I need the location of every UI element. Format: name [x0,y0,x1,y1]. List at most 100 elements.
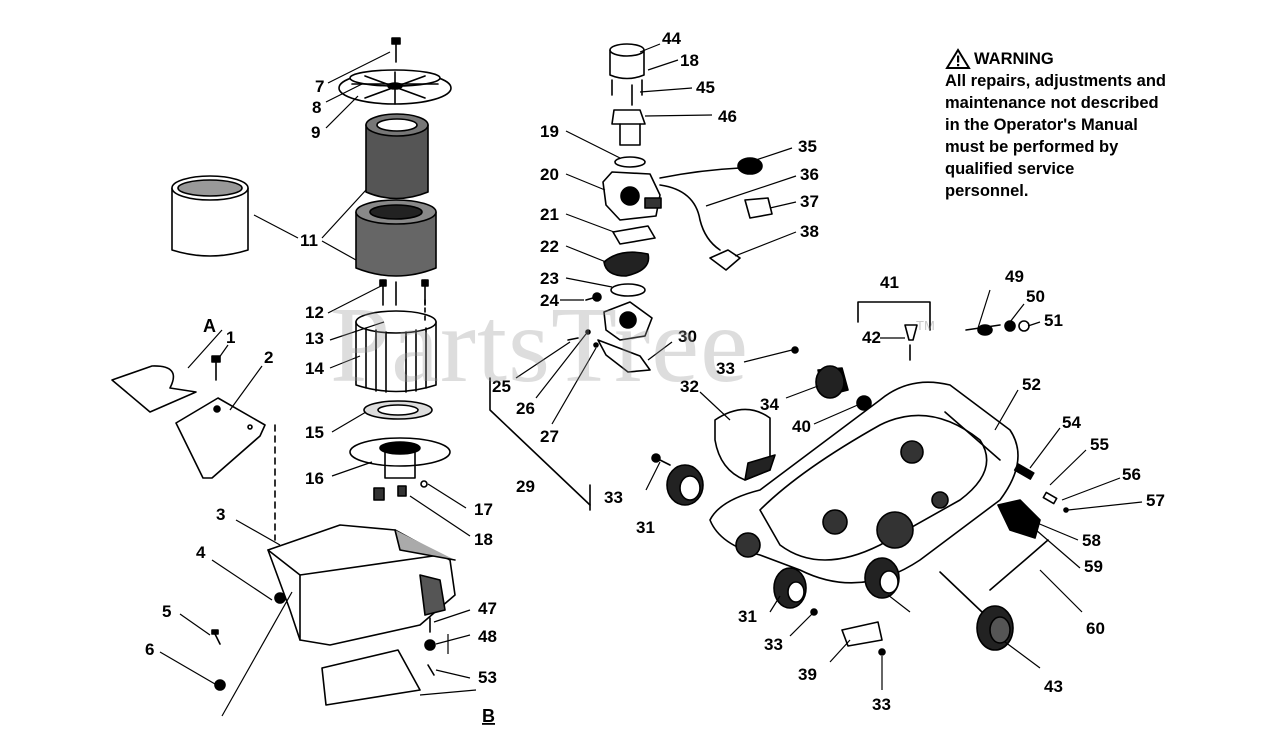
callout-9: 9 [311,123,320,142]
callout-37: 37 [800,192,819,211]
callout-52: 52 [1022,375,1041,394]
callout-26: 26 [516,399,535,418]
callout-38: 38 [800,222,819,241]
callout-40: 40 [792,417,811,436]
frame-52-part [709,381,1019,584]
mount-lower-part [864,557,900,599]
callout-33: 33 [604,488,623,507]
warning-header: WARNING [945,48,1245,70]
callout-16: 16 [305,469,324,488]
sheet-a-part [111,365,197,413]
callout-34: 34 [760,395,779,414]
callout-22: 22 [540,237,559,256]
callout-57: 57 [1146,491,1165,510]
callout-53: 53 [478,668,497,687]
callout-45: 45 [696,78,715,97]
callout-1: 1 [226,328,235,347]
callout-44: 44 [662,29,681,48]
callout-17: 17 [474,500,493,519]
upper-foam-filter-part [365,113,429,200]
callout-12: 12 [305,303,324,322]
pump-body-part [597,301,653,373]
callout-31: 31 [636,518,655,537]
callout-8: 8 [312,98,321,117]
screw-1-part [211,355,221,381]
hardware-47-48-53-part [424,617,436,676]
callout-25: 25 [492,377,511,396]
bolt-42-part [904,324,918,361]
label-b: B [482,706,495,726]
callout-42: 42 [862,328,881,347]
label-a: A [203,316,216,336]
callout-15: 15 [305,423,324,442]
callout-31b: 31 [738,607,757,626]
callout-58: 58 [1082,531,1101,550]
callout-55: 55 [1090,435,1109,454]
choke-wire-35-part [659,157,763,179]
callout-7: 7 [315,77,324,96]
callout-27: 27 [540,427,559,446]
callout-39: 39 [798,665,817,684]
callout-2: 2 [264,348,273,367]
callout-6: 6 [145,640,154,659]
callout-labels: 7 8 9 11 11 12 13 14 15 16 17 18 A 1 2 3… [145,29,1165,726]
callout-24: 24 [540,291,559,310]
housing-3-part [267,524,456,646]
callout-36: 36 [800,165,819,184]
callout-23: 23 [540,269,559,288]
callout-4: 4 [196,543,206,562]
plate-b-part [321,649,421,706]
partstree-watermark: PartsTree [330,286,750,405]
callout-35: 35 [798,137,817,156]
gasket-23-part [610,283,646,297]
callout-14: 14 [305,359,324,378]
carburetor-20-part [602,171,662,221]
callout-30: 30 [678,327,697,346]
callout-47: 47 [478,599,497,618]
pre-cleaner-sleeve-part [171,175,249,257]
callout-33c: 33 [764,635,783,654]
fittings-49-51-part [965,320,1030,336]
hardware-4-5-6-part [211,592,286,691]
hardware-25-26-27-part [567,329,599,348]
callout-13: 13 [305,329,324,348]
callout-48: 48 [478,627,497,646]
screw-33-part [651,346,886,656]
callout-43: 43 [1044,677,1063,696]
filter-22-part [603,251,650,277]
filter-base-part [349,437,451,479]
bracket-2-part [175,397,266,479]
callout-11: 11 [300,231,318,250]
callout-60: 60 [1086,619,1105,638]
callout-32: 32 [680,377,699,396]
callout-5: 5 [162,602,171,621]
callout-56: 56 [1122,465,1141,484]
callout-18b: 18 [680,51,699,70]
callout-33b: 33 [716,359,735,378]
warning-box: WARNING All repairs, adjustments and mai… [945,48,1245,202]
callout-59: 59 [1084,557,1103,576]
warning-triangle-icon [945,48,971,69]
grommet-40-part [856,395,872,411]
screw-7-part [391,37,401,63]
callout-20: 20 [540,165,559,184]
callout-33d: 33 [872,695,891,714]
handle-32-part [714,408,776,481]
mount-31b-part [773,567,807,609]
rod-60-part [989,539,1049,591]
callout-21: 21 [540,205,559,224]
knob-43-part [939,571,1014,651]
callout-54: 54 [1062,413,1081,432]
lower-foam-filter-part [355,199,437,277]
gasket-part [363,400,433,420]
callout-41: 41 [880,273,899,292]
hardware-17-18-part [373,480,428,501]
callout-19: 19 [540,122,559,141]
wire-36-part [659,184,721,251]
trademark-mark: TM [916,318,935,333]
switch-37-part [744,197,773,219]
filter-cover-part [338,69,452,105]
warning-title: WARNING [974,50,1054,68]
